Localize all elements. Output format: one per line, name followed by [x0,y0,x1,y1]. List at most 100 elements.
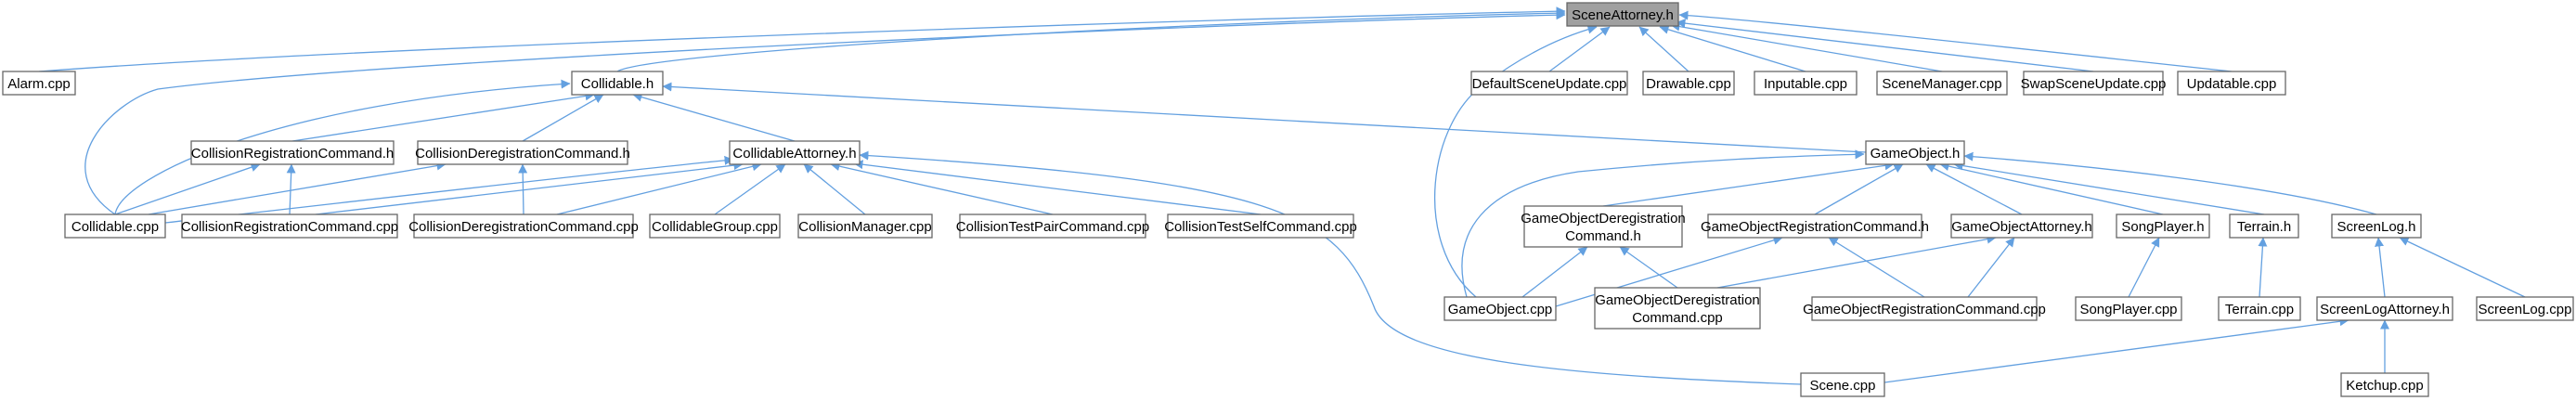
node-collidable-h[interactable]: Collidable.h [571,71,664,96]
node-game-object-registration-command-cpp[interactable]: GameObjectRegistrationCommand.cpp [1803,296,2046,321]
node-label: ScreenLog.cpp [2479,302,2572,317]
edge-line [1602,161,1895,207]
node-label: Terrain.cpp [2225,302,2294,317]
node-scene-attorney-h[interactable]: SceneAttorney.h [1566,2,1679,27]
edge-line [164,155,734,224]
edge-line [1676,19,2094,72]
edge-line [148,161,447,215]
node-label: Collidable.h [581,76,654,92]
edge-line [286,163,296,215]
node-game-object-deregistration-command-cpp[interactable]: GameObjectDeregistration Command.cpp [1594,287,1761,330]
node-label: CollisionManager.cpp [798,219,931,235]
node-alarm-cpp[interactable]: Alarm.cpp [2,71,76,96]
node-scene-manager-cpp[interactable]: SceneManager.cpp [1876,71,2008,96]
edge-line [1716,234,1997,289]
node-label: DefaultSceneUpdate.cpp [1472,76,1627,92]
node-label: CollisionTestSelfCommand.cpp [1164,219,1357,235]
node-label: ScreenLog.h [2337,219,2415,235]
node-drawable-cpp[interactable]: Drawable.cpp [1642,71,1735,96]
edge-line [859,150,1802,385]
edge-game-object-h-includes-collidable-h [662,82,1867,153]
node-label: ScreenLogAttorney.h [2320,302,2450,317]
edges-layer [38,6,2526,385]
edge-song-player-cpp-includes-song-player-h [2128,237,2160,298]
node-ketchup-cpp[interactable]: Ketchup.cpp [2340,372,2429,397]
node-screen-log-h[interactable]: ScreenLog.h [2331,213,2422,239]
node-label-line2: Command.h [1565,228,1641,244]
edge-collision-deregistration-command-h-includes-collidable-h [522,94,604,142]
edge-scene-cpp-includes-collidable-attorney-h [859,150,1802,385]
edge-line [1521,246,1588,298]
edge-line [1659,24,1806,72]
node-collidable-attorney-h[interactable]: CollidableAttorney.h [729,140,861,165]
node-label: Drawable.cpp [1646,76,1731,92]
node-default-scene-update-cpp[interactable]: DefaultSceneUpdate.cpp [1470,71,1628,96]
edge-line [616,8,1566,72]
node-game-object-deregistration-command-h[interactable]: GameObjectDeregistration Command.h [1521,205,1686,248]
node-collision-test-pair-command-cpp[interactable]: CollisionTestPairCommand.cpp [956,213,1149,239]
edge-line [1461,149,1865,298]
node-swap-scene-update-cpp[interactable]: SwapSceneUpdate.cpp [2021,71,2167,96]
edge-swap-scene-update-cpp-includes-scene-attorney-h [1676,19,2094,72]
edge-terrain-cpp-includes-terrain-h [2258,237,2268,298]
node-label: Terrain.h [2237,219,2291,235]
edge-line [38,6,1566,72]
edge-line [1619,246,1678,289]
node-game-object-cpp[interactable]: GameObject.cpp [1443,296,1557,321]
edge-line [1939,162,2164,215]
edge-collision-registration-command-h-includes-collidable-h [291,91,595,142]
edge-game-object-registration-command-h-includes-game-object-h [1814,163,1904,215]
node-label: CollidableAttorney.h [732,146,856,162]
node-collision-deregistration-command-cpp[interactable]: CollisionDeregistrationCommand.cpp [408,213,639,239]
edge-line [1638,26,1689,72]
node-game-object-h[interactable]: GameObject.h [1865,140,1965,165]
node-collision-registration-command-h[interactable]: CollisionRegistrationCommand.h [190,140,395,165]
edge-collision-deregistration-command-cpp-includes-collidable-attorney-h [556,162,762,215]
node-collidable-group-cpp[interactable]: CollidableGroup.cpp [649,213,781,239]
edge-terrain-h-includes-game-object-h [1953,161,2265,215]
node-collision-deregistration-command-h[interactable]: CollisionDeregistrationCommand.h [415,140,630,165]
node-song-player-cpp[interactable]: SongPlayer.cpp [2075,296,2182,321]
node-scene-cpp[interactable]: Scene.cpp [1800,372,1885,397]
node-terrain-h[interactable]: Terrain.h [2229,213,2299,239]
edge-game-object-cpp-includes-scene-attorney-h [1433,24,1598,298]
edge-game-object-cpp-includes-game-object-deregistration-command-h [1521,246,1588,298]
edge-line [1670,21,1943,72]
node-updatable-cpp[interactable]: Updatable.cpp [2177,71,2286,96]
edge-collision-manager-cpp-includes-collidable-attorney-h [803,163,866,215]
node-label: Ketchup.cpp [2346,378,2423,394]
edge-line [114,162,261,215]
edge-screen-log-h-includes-game-object-h [1963,151,2377,215]
node-terrain-cpp[interactable]: Terrain.cpp [2218,296,2301,321]
node-label: CollisionDeregistrationCommand.cpp [408,219,639,235]
edge-line [1925,163,2023,215]
node-collision-manager-cpp[interactable]: CollisionManager.cpp [797,213,933,239]
node-label: SceneAttorney.h [1572,7,1674,23]
node-game-object-registration-command-h[interactable]: GameObjectRegistrationCommand.h [1701,213,1929,239]
node-label-line2: Command.cpp [1632,310,1723,326]
edge-line [714,163,786,215]
edge-line [1548,26,1611,72]
edge-default-scene-update-cpp-includes-scene-attorney-h [1548,26,1611,72]
node-label: CollisionTestPairCommand.cpp [956,219,1149,235]
edge-game-object-registration-command-cpp-includes-game-object-registration-command-h [1828,237,1925,298]
edge-collision-deregistration-command-cpp-includes-collision-deregistration-command-h [518,163,528,215]
node-screen-log-cpp[interactable]: ScreenLog.cpp [2476,296,2574,321]
edge-collidable-group-cpp-includes-collidable-attorney-h [714,163,786,215]
node-label: SwapSceneUpdate.cpp [2021,76,2167,92]
edge-collision-test-pair-command-cpp-includes-collidable-attorney-h [830,162,1054,215]
node-collidable-cpp[interactable]: Collidable.cpp [64,213,166,239]
edge-line [518,163,528,215]
node-collision-test-self-command-cpp[interactable]: CollisionTestSelfCommand.cpp [1164,213,1357,239]
node-collision-registration-command-cpp[interactable]: CollisionRegistrationCommand.cpp [181,213,398,239]
node-game-object-attorney-h[interactable]: GameObjectAttorney.h [1950,213,2093,239]
node-screen-log-attorney-h[interactable]: ScreenLogAttorney.h [2316,296,2453,321]
edge-collidable-h-includes-scene-attorney-h [616,8,1566,72]
edge-line [1967,237,2015,298]
node-song-player-h[interactable]: SongPlayer.h [2116,213,2210,239]
node-inputable-cpp[interactable]: Inputable.cpp [1754,71,1858,96]
edge-collidable-attorney-h-includes-collidable-h [632,92,796,142]
edge-line [556,162,762,215]
